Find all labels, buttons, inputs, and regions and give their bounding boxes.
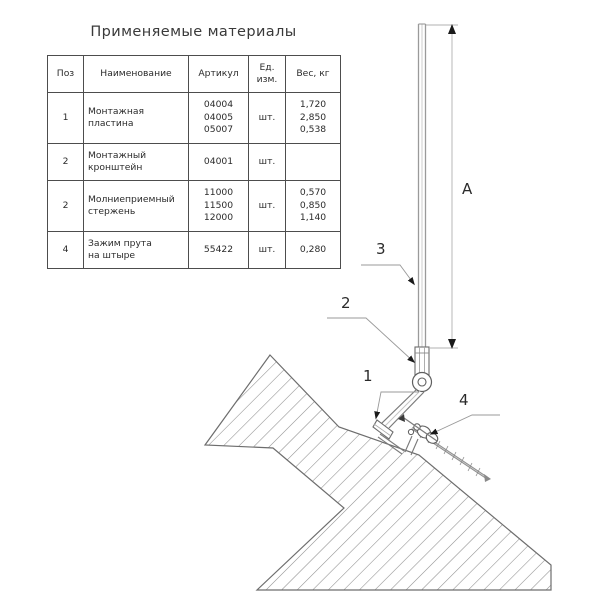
cell-mass: 1,720 2,850 0,538 <box>285 92 341 144</box>
cell-mass: 0,570 0,850 1,140 <box>285 180 341 232</box>
cell-pos: 1 <box>47 92 84 144</box>
roof-section <box>203 354 552 591</box>
cell-mass: 0,280 <box>285 231 341 269</box>
cell-unit: шт. <box>248 180 286 232</box>
page-title: Применяемые материалы <box>90 24 297 40</box>
table-row: 2 Монтажный кронштейн 04001 шт. <box>47 143 341 181</box>
rod-clamp <box>398 414 491 482</box>
dimension-a <box>426 24 458 349</box>
column-header-name: Наименование <box>83 55 189 93</box>
table-header-row: Поз Наименование Артикул Ед. изм. Вес, к… <box>47 55 341 93</box>
column-header-pos: Поз <box>47 55 84 93</box>
column-header-mass: Вес, кг <box>285 55 341 93</box>
cell-pos: 2 <box>47 143 84 181</box>
lightning-rod <box>417 23 427 352</box>
cell-article: 11000 11500 12000 <box>188 180 249 232</box>
leader-lines <box>327 264 500 435</box>
cell-name: Зажим прута на штыре <box>83 231 189 269</box>
callout-label-2: 2 <box>341 294 351 312</box>
cell-unit: шт. <box>248 143 286 181</box>
cell-article: 04004 04005 05007 <box>188 92 249 144</box>
cell-article: 04001 <box>188 143 249 181</box>
column-header-unit: Ед. изм. <box>248 55 286 93</box>
cell-pos: 2 <box>47 180 84 232</box>
callout-label-3: 3 <box>376 240 386 258</box>
table-row: 4 Зажим прута на штыре 55422 шт. 0,280 <box>47 231 341 269</box>
table-row: 1 Монтажная пластина 04004 04005 05007 ш… <box>47 92 341 144</box>
cell-pos: 4 <box>47 231 84 269</box>
cell-unit: шт. <box>248 92 286 144</box>
dimension-label-a: A <box>462 180 473 198</box>
column-header-article: Артикул <box>188 55 249 93</box>
table-row: 2 Молниеприемный стержень 11000 11500 12… <box>47 180 341 232</box>
cell-unit: шт. <box>248 231 286 269</box>
cell-name: Монтажный кронштейн <box>83 143 189 181</box>
materials-table: Поз Наименование Артикул Ед. изм. Вес, к… <box>47 55 341 269</box>
mounting-plate <box>372 419 405 455</box>
callout-label-1: 1 <box>363 367 373 385</box>
callout-label-4: 4 <box>459 391 469 409</box>
cell-name: Молниеприемный стержень <box>83 180 189 232</box>
cell-name: Монтажная пластина <box>83 92 189 144</box>
cell-article: 55422 <box>188 231 249 269</box>
mounting-bracket <box>380 346 433 429</box>
cell-mass <box>285 143 341 181</box>
